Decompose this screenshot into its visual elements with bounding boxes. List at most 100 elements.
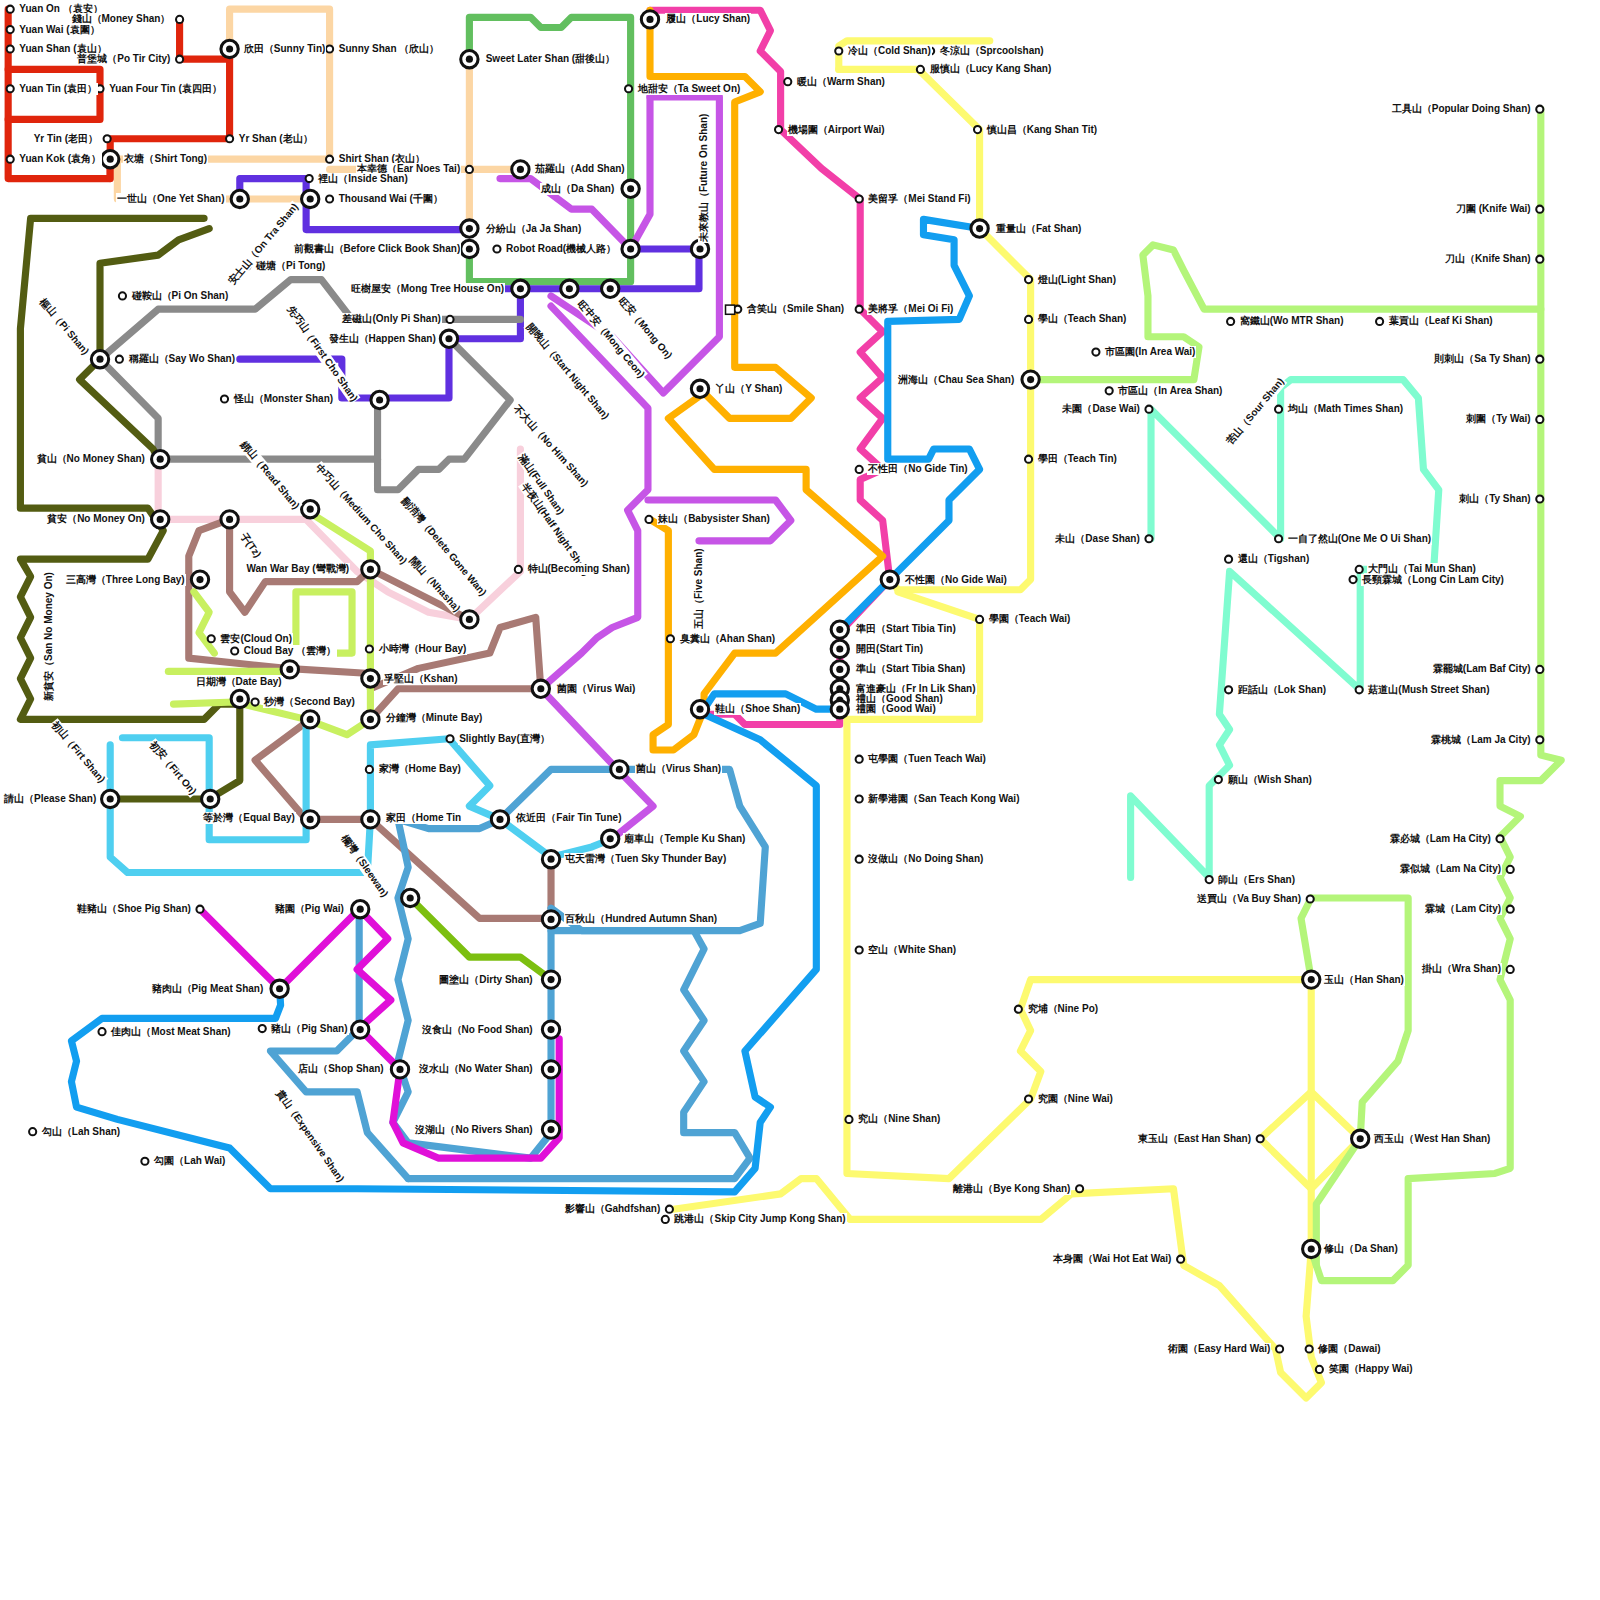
- interchange-marker: [696, 385, 703, 392]
- interchange-marker: [152, 451, 169, 468]
- metro-line: [839, 69, 1031, 589]
- station-label: 市區山（In Area Shan): [1117, 385, 1223, 397]
- station-marker: [1536, 256, 1543, 263]
- interchange-marker: [281, 661, 298, 678]
- station-label: 開晚山（Start Night Shan): [523, 321, 612, 423]
- station-marker: [231, 647, 238, 654]
- metro-line: [306, 510, 370, 719]
- interchange-marker: [157, 456, 164, 463]
- interchange-marker: [836, 706, 843, 713]
- station-label: 碰塘（Pi Tong): [255, 260, 326, 272]
- station-marker: [667, 635, 674, 642]
- interchange-marker: [542, 851, 559, 868]
- station-label: 究山（Nine Shan): [857, 1113, 941, 1125]
- metro-line: [270, 908, 408, 1178]
- station-label: 分紛山（Ja Ja Shan): [485, 223, 583, 235]
- station-label: 燈山(Light Shan): [1037, 274, 1117, 286]
- station-label: 沒水山（No Water Shan): [418, 1063, 534, 1075]
- station-label: 離港山（Bye Kong Shan): [952, 1183, 1071, 1195]
- metro-line: [650, 10, 811, 418]
- station-label: 豬山（Pig Shan): [270, 1023, 348, 1035]
- station-label: Wan War Bay (彎戰灣): [245, 563, 350, 575]
- metro-line: [673, 980, 1321, 1398]
- station-marker: [176, 16, 183, 23]
- station-label: 究埔（Nine Po): [1027, 1003, 1100, 1015]
- station-marker: [1015, 1006, 1022, 1013]
- station-marker: [326, 45, 333, 52]
- interchange-marker: [491, 811, 508, 828]
- station-label: 家田（Home Tin: [385, 812, 462, 824]
- station-label: Robot Road(機械人路）: [505, 243, 617, 255]
- metro-line: [370, 617, 540, 719]
- station-label: 禮園（Good Wai): [855, 703, 937, 715]
- station-marker: [1316, 1366, 1323, 1373]
- station-label: 發生山（Happen Shan): [328, 333, 437, 345]
- station-marker: [196, 906, 203, 913]
- interchange-marker: [466, 56, 473, 63]
- interchange-marker: [91, 351, 108, 368]
- station-marker: [446, 735, 453, 742]
- station-marker: [1536, 356, 1543, 363]
- interchange-marker: [191, 571, 208, 588]
- station-marker: [326, 195, 333, 202]
- station-label: 安士山（On Tra Shan): [225, 200, 301, 288]
- station-label: 裡山（Inside Shan): [317, 173, 408, 185]
- station-label: 孚堅山（Kshan): [383, 673, 459, 685]
- interchange-marker: [622, 180, 639, 197]
- interchange-marker: [517, 285, 524, 292]
- interchange-marker: [611, 761, 628, 778]
- station-label: 日期灣（Date Bay): [195, 676, 283, 688]
- station-label: 未來教山（Future On Shan): [698, 113, 710, 243]
- station-marker: [1092, 348, 1099, 355]
- interchange-marker: [691, 380, 708, 397]
- station-marker: [856, 756, 863, 763]
- interchange-marker: [561, 280, 578, 297]
- station-marker: [7, 45, 14, 52]
- station-marker: [1276, 1345, 1283, 1352]
- station-label: 碰鞍山（Pi On Shan): [131, 290, 230, 302]
- station-label: 修山（Da Shan): [1323, 1243, 1398, 1255]
- interchange-marker: [107, 156, 114, 163]
- interchange-marker: [1352, 1130, 1369, 1147]
- metro-line: [500, 179, 631, 249]
- station-marker: [1536, 666, 1543, 673]
- metro-line: [551, 769, 765, 930]
- interchange-marker: [271, 980, 288, 997]
- metro-line: [8, 69, 100, 119]
- station-label: Sunny Shan （欣山）: [338, 43, 441, 55]
- interchange-marker: [236, 195, 243, 202]
- interchange-marker: [836, 645, 843, 652]
- interchange-marker: [307, 506, 314, 513]
- station-label: Thousand Wai (千圍）: [338, 193, 444, 205]
- station-label: 未山（Dase Shan): [1054, 533, 1140, 545]
- metro-line: [189, 519, 371, 673]
- station-label: 勾山（Lah Shan): [41, 1126, 121, 1138]
- station-marker: [306, 175, 313, 182]
- station-label: 東玉山（East Han Shan): [1137, 1133, 1252, 1145]
- station-label: 本身園（Wai Hot Eat Wai): [1052, 1253, 1173, 1265]
- station-label: 學園（Teach Wai): [988, 613, 1072, 625]
- interchange-marker: [307, 816, 314, 823]
- station-marker: [835, 47, 842, 54]
- metro-line: [1301, 898, 1311, 980]
- station-marker: [1376, 318, 1383, 325]
- interchange-marker: [445, 335, 452, 342]
- interchange-marker: [196, 576, 203, 583]
- interchange-marker: [696, 706, 703, 713]
- station-label: 貧山（No Money Shan): [36, 453, 146, 465]
- interchange-marker: [607, 835, 614, 842]
- metro-line: [631, 97, 650, 249]
- metro-line: [20, 218, 239, 799]
- station-marker: [1496, 835, 1503, 842]
- station-marker: [1206, 876, 1213, 883]
- station-marker: [208, 635, 215, 642]
- interchange-marker: [1303, 971, 1320, 988]
- station-label: 慎山昌（Kang Shan Tit): [986, 124, 1098, 136]
- station-marker: [493, 245, 500, 252]
- station-label: 秒灣（Second Bay): [263, 696, 356, 708]
- station-label: Yr Shan (老山）: [238, 133, 314, 145]
- station-marker: [1225, 556, 1232, 563]
- interchange-marker: [1022, 371, 1039, 388]
- interchange-marker: [602, 830, 619, 847]
- station-marker: [7, 6, 14, 13]
